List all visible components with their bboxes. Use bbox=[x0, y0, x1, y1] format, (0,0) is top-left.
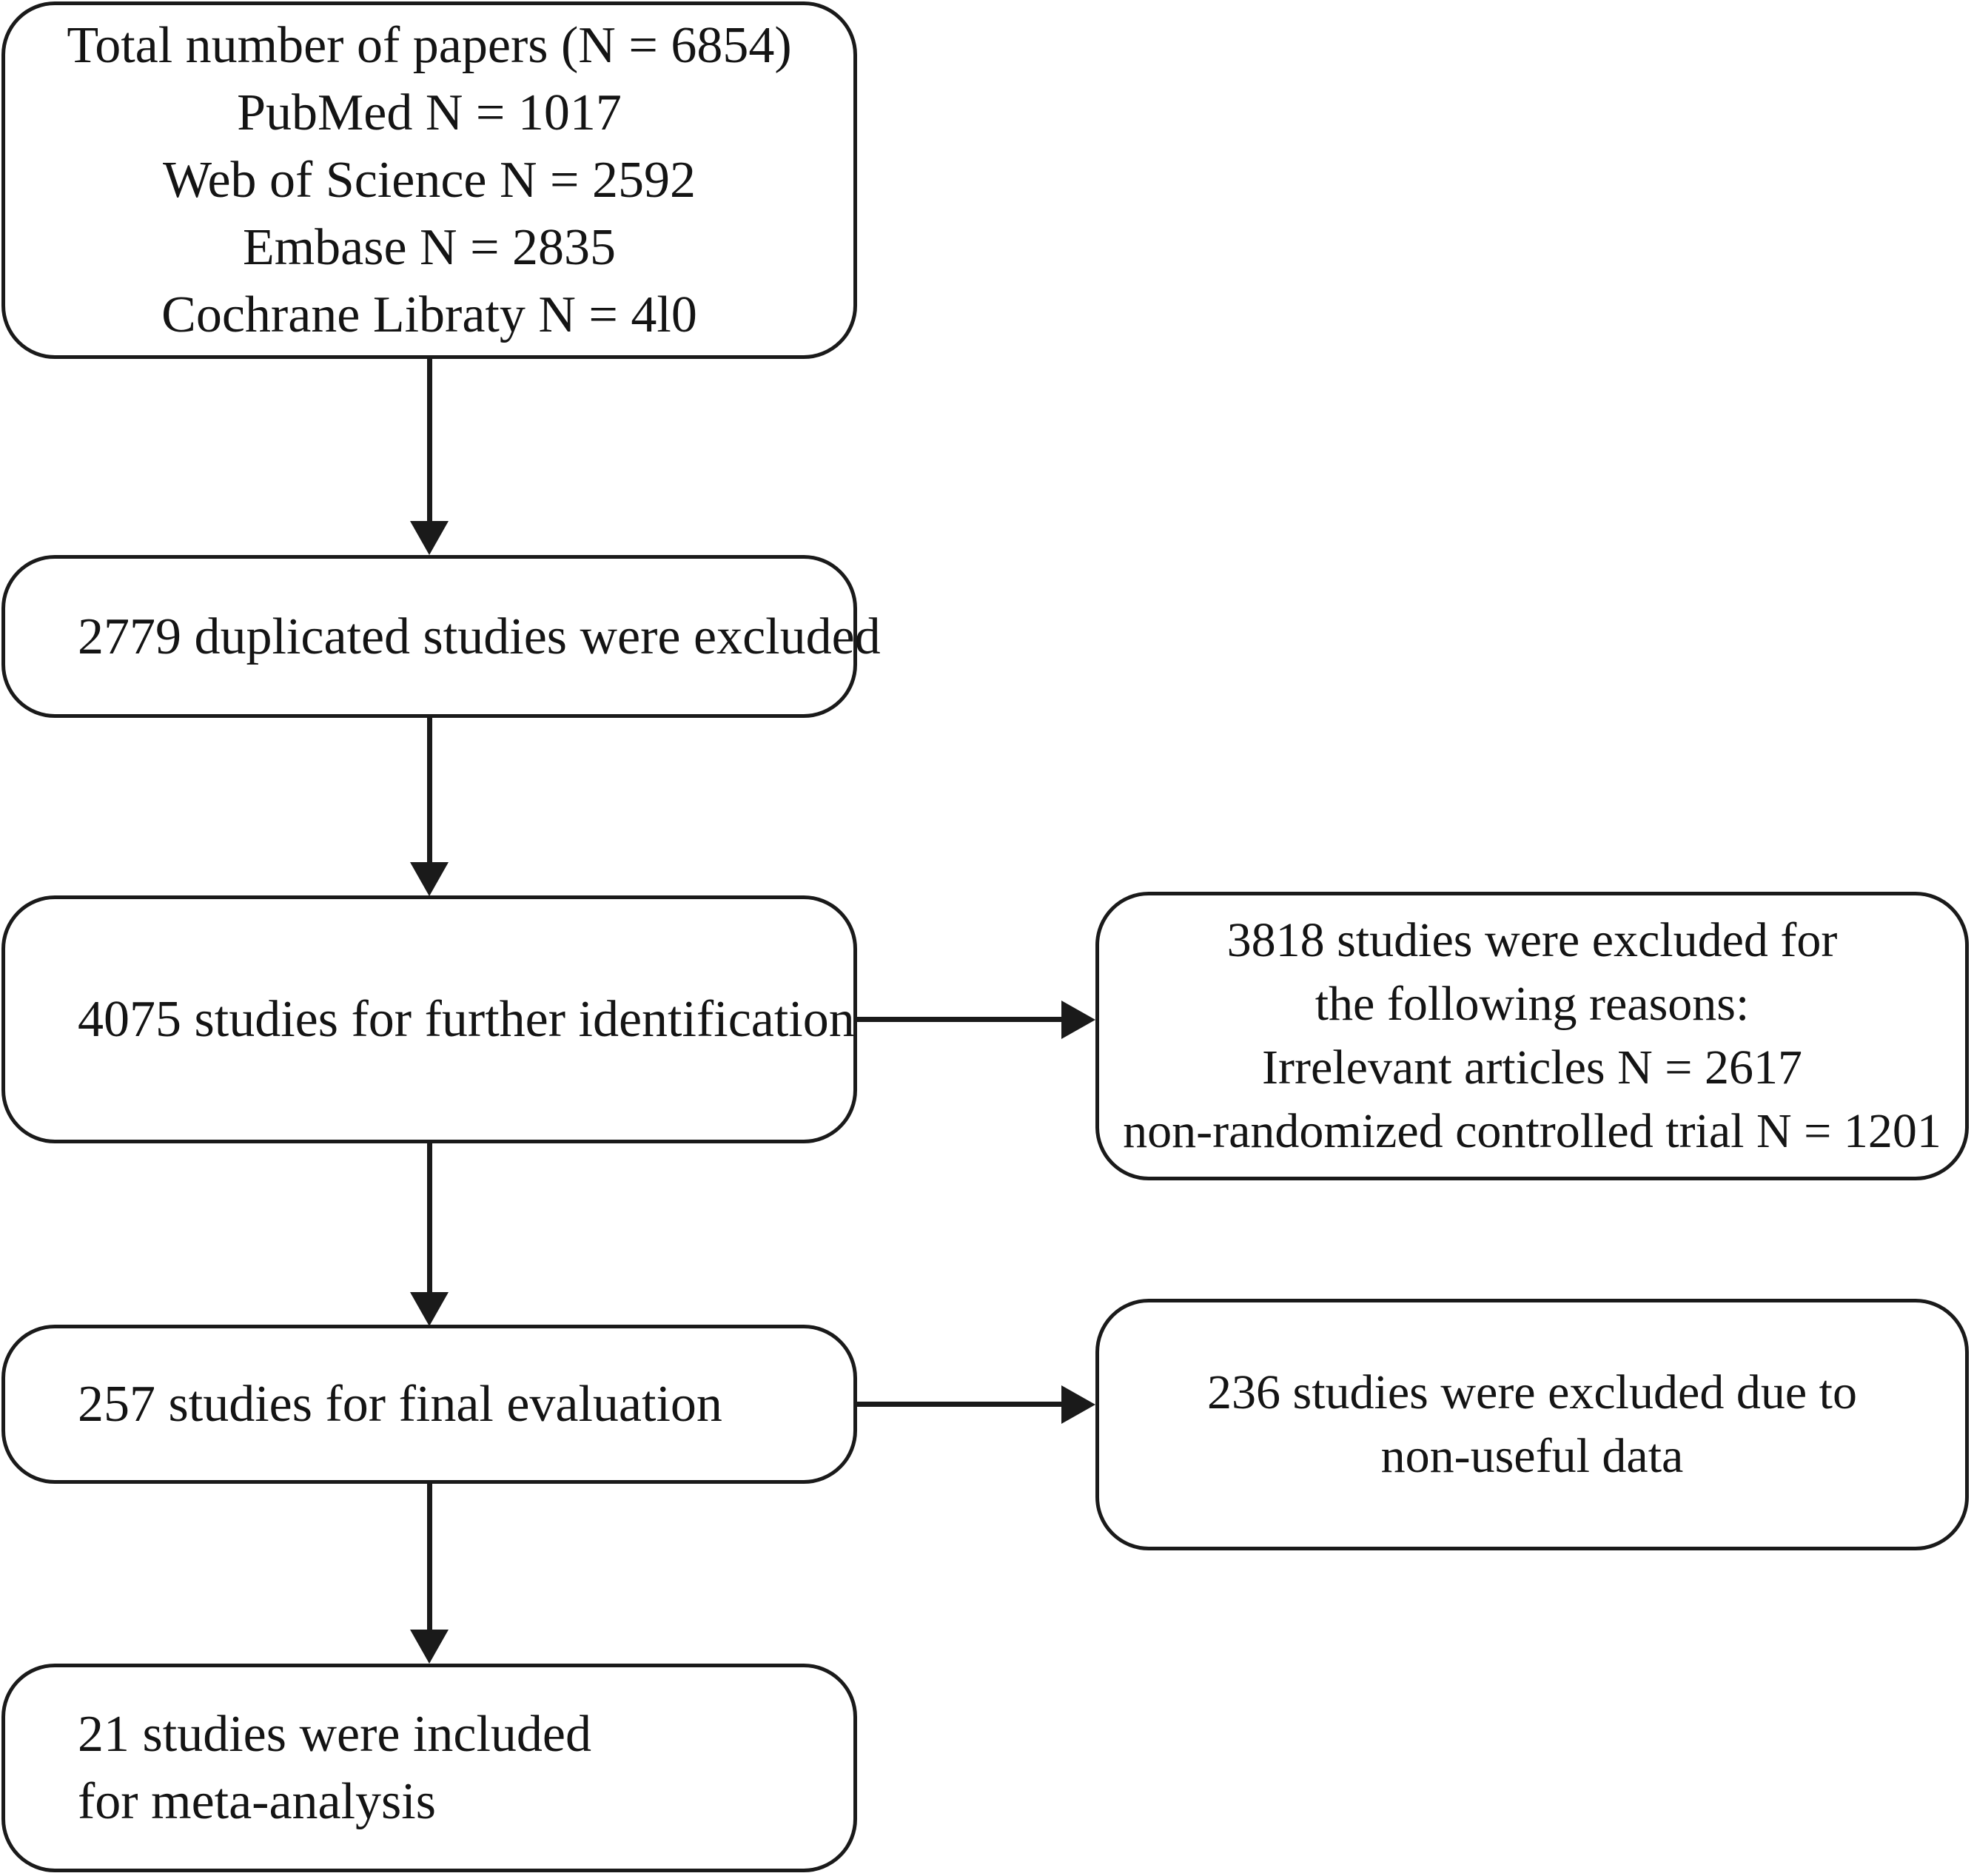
connector-identified-to-evaluation bbox=[427, 1143, 432, 1294]
connector-evaluation-to-excluded-data bbox=[857, 1402, 1064, 1407]
node-total-papers-line-4: Embase N = 2835 bbox=[242, 219, 617, 276]
node-duplicates-excluded: 2779 duplicated studies were excluded bbox=[1, 555, 881, 718]
node-excluded-reasons-line-2: the following reasons: bbox=[1315, 977, 1750, 1032]
node-total-papers: Total number of papers (N = 6854) PubMed… bbox=[1, 1, 857, 359]
node-final-evaluation: 257 studies for final evaluation bbox=[1, 1325, 857, 1484]
arrowhead-down-icon bbox=[410, 862, 449, 896]
connector-identified-to-excluded-reasons bbox=[857, 1017, 1064, 1022]
node-total-papers-line-5: Cochrane Libraty N = 4l0 bbox=[161, 286, 697, 343]
node-excluded-reasons-line-4: non-randomized controlled trial N = 1201 bbox=[1123, 1103, 1941, 1158]
node-further-identification: 4075 studies for further identification bbox=[1, 895, 857, 1143]
node-included-meta-analysis-line-2: for meta-analysis bbox=[78, 1773, 436, 1830]
node-total-papers-line-1: Total number of papers (N = 6854) bbox=[67, 17, 792, 74]
connector-duplicates-to-identified bbox=[427, 718, 432, 864]
node-excluded-non-useful-data-line-1: 236 studies were excluded due to bbox=[1207, 1365, 1857, 1420]
arrowhead-right-icon bbox=[1061, 1385, 1095, 1424]
arrowhead-down-icon bbox=[410, 1292, 449, 1326]
node-included-meta-analysis-line-1: 21 studies were included bbox=[78, 1706, 591, 1763]
node-excluded-non-useful-data: 236 studies were excluded due to non-use… bbox=[1095, 1299, 1969, 1550]
connector-evaluation-to-included bbox=[427, 1484, 432, 1632]
arrowhead-down-icon bbox=[410, 1630, 449, 1664]
node-final-evaluation-line-1: 257 studies for final evaluation bbox=[78, 1376, 722, 1433]
node-total-papers-line-2: PubMed N = 1017 bbox=[237, 84, 622, 141]
arrowhead-right-icon bbox=[1061, 1001, 1095, 1039]
node-included-meta-analysis: 21 studies were included for meta-analys… bbox=[1, 1664, 857, 1872]
connector-sources-to-duplicates bbox=[427, 359, 432, 523]
node-excluded-reasons-line-3: Irrelevant articles N = 2617 bbox=[1262, 1040, 1802, 1095]
node-total-papers-line-3: Web of Science N = 2592 bbox=[162, 152, 696, 209]
node-excluded-reasons-line-1: 3818 studies were excluded for bbox=[1226, 913, 1838, 968]
arrowhead-down-icon bbox=[410, 521, 449, 555]
node-excluded-reasons: 3818 studies were excluded for the follo… bbox=[1095, 892, 1969, 1180]
node-further-identification-line-1: 4075 studies for further identification bbox=[78, 991, 855, 1048]
node-excluded-non-useful-data-line-2: non-useful data bbox=[1380, 1429, 1684, 1483]
node-duplicates-excluded-line-1: 2779 duplicated studies were excluded bbox=[78, 608, 881, 665]
